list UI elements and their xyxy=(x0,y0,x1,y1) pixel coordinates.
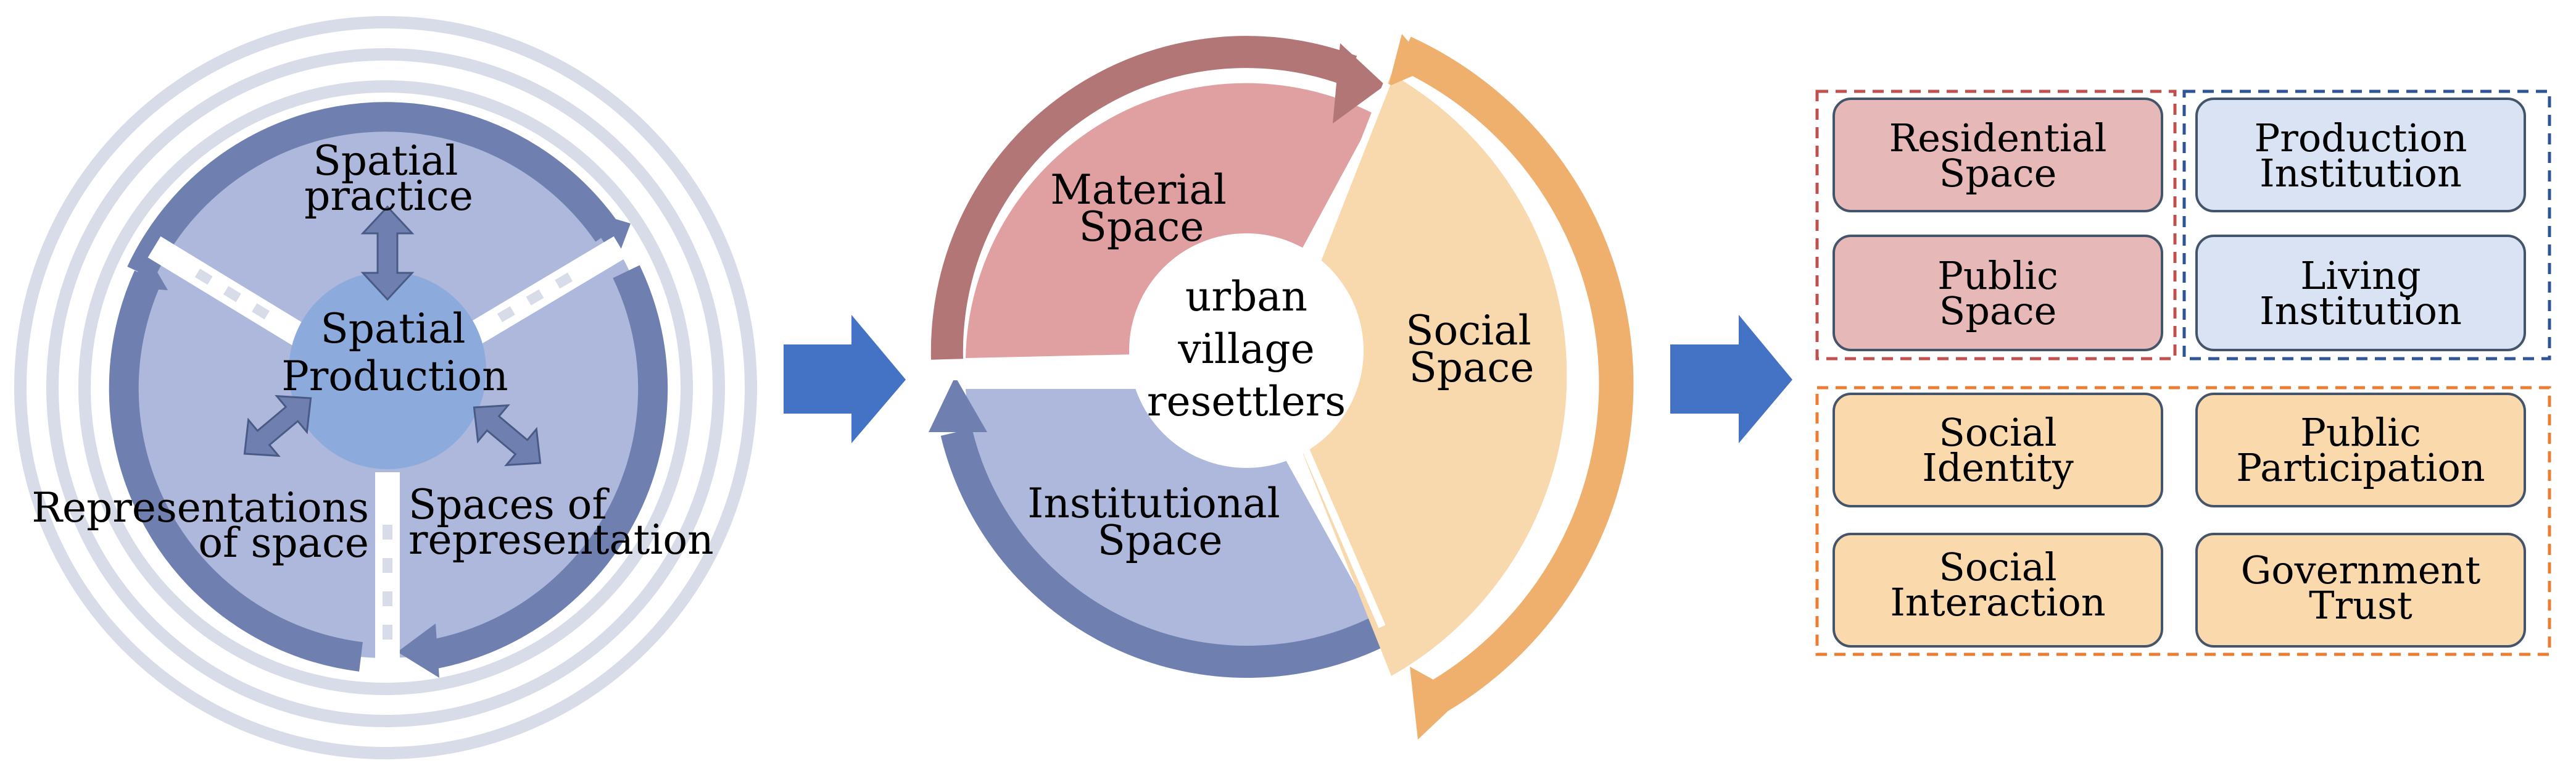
material-arrow-band xyxy=(930,36,1357,360)
social-interaction-line2: Interaction xyxy=(1890,580,2105,625)
institutional-space-line1: Institutional xyxy=(1027,480,1280,527)
social-space-line1: Social xyxy=(1406,307,1531,354)
resettlers-line1: urban xyxy=(1185,273,1307,320)
core-label-line1: Spatial xyxy=(321,305,466,352)
living-institution-line2: Institution xyxy=(2259,288,2462,333)
resettlers-core xyxy=(1129,233,1364,468)
social-identity-line2: Identity xyxy=(1922,445,2074,490)
public-space-box: Public Space xyxy=(1833,235,2163,351)
residential-space-line1: Residential xyxy=(1889,115,2107,161)
social-interaction-box: Social Interaction xyxy=(1833,533,2163,648)
resettlers-line3: resettlers xyxy=(1147,378,1346,425)
double-arrow-left-icon xyxy=(243,394,312,457)
double-arrow-up-icon xyxy=(360,205,415,301)
flow-arrow-1-icon xyxy=(784,315,906,443)
spatial-practice-line2: practice xyxy=(304,172,473,220)
cycle-arrowhead-left xyxy=(130,254,168,290)
production-institution-line1: Production xyxy=(2254,115,2467,161)
spaces-of-representation-line2: representation xyxy=(408,516,714,564)
institutional-arrowhead xyxy=(929,377,987,432)
government-trust-box: Government Trust xyxy=(2195,533,2526,648)
cycle-arrowhead-right xyxy=(397,623,439,678)
public-space-line2: Space xyxy=(1939,288,2057,333)
representations-line1: Representations xyxy=(31,484,369,532)
spoke-left-dash xyxy=(194,269,275,322)
flow-arrow-2-icon xyxy=(1670,315,1792,443)
spatial-production-core xyxy=(289,272,486,469)
resettler-space-panel: urban village resettlers Material Space … xyxy=(929,34,1634,740)
public-participation-box: Public Participation xyxy=(2195,393,2526,507)
resettlers-line2: village xyxy=(1177,325,1314,373)
material-space-line1: Material xyxy=(1050,166,1227,214)
social-identity-line1: Social xyxy=(1939,410,2056,455)
public-participation-line2: Participation xyxy=(2236,445,2485,490)
social-interaction-line1: Social xyxy=(1939,544,2056,590)
cycle-arrow-left xyxy=(109,270,363,672)
dimension-boxes-panel: Residential Space Public Space Productio… xyxy=(1815,90,2551,656)
representations-line2: of space xyxy=(198,519,369,567)
social-identity-box: Social Identity xyxy=(1833,393,2163,507)
public-participation-line1: Public xyxy=(2300,410,2421,455)
spatial-practice-line1: Spatial xyxy=(313,137,458,185)
institutional-arrow-band xyxy=(940,428,1383,678)
residential-space-box: Residential Space xyxy=(1833,98,2163,212)
spaces-of-representation-line1: Spaces of xyxy=(408,481,610,528)
social-arrowhead xyxy=(1410,667,1464,740)
living-institution-box: Living Institution xyxy=(2195,235,2526,351)
outer-ring xyxy=(14,16,757,759)
cycle-arrow-top xyxy=(127,102,620,280)
social-top-cap xyxy=(1388,34,1431,86)
public-space-line1: Public xyxy=(1937,253,2058,298)
cycle-arrow-right xyxy=(423,265,668,670)
spoke-right-dash xyxy=(497,269,580,322)
production-institution-line2: Institution xyxy=(2259,151,2462,196)
government-trust-line2: Trust xyxy=(2309,583,2412,628)
spatial-triad-panel: Spatial Production Spatial practice Repr… xyxy=(14,16,757,759)
inner-ring xyxy=(78,80,693,695)
double-arrow-right-icon xyxy=(473,404,542,467)
institutional-space-line2: Space xyxy=(1098,517,1223,564)
material-arrowhead xyxy=(1333,43,1385,123)
institution-group-frame xyxy=(2182,90,2551,361)
residential-space-line2: Space xyxy=(1939,151,2057,196)
social-arrow-band xyxy=(1396,36,1634,716)
social-space-sector xyxy=(1271,74,1567,676)
core-label-line2: Production xyxy=(281,352,508,400)
middle-ring xyxy=(46,48,725,727)
material-space-line2: Space xyxy=(1079,203,1204,251)
material-group-frame xyxy=(1815,90,2177,361)
living-institution-line1: Living xyxy=(2300,253,2421,298)
government-trust-line1: Government xyxy=(2241,548,2481,593)
social-space-line2: Space xyxy=(1409,344,1534,391)
production-institution-box: Production Institution xyxy=(2195,98,2526,212)
